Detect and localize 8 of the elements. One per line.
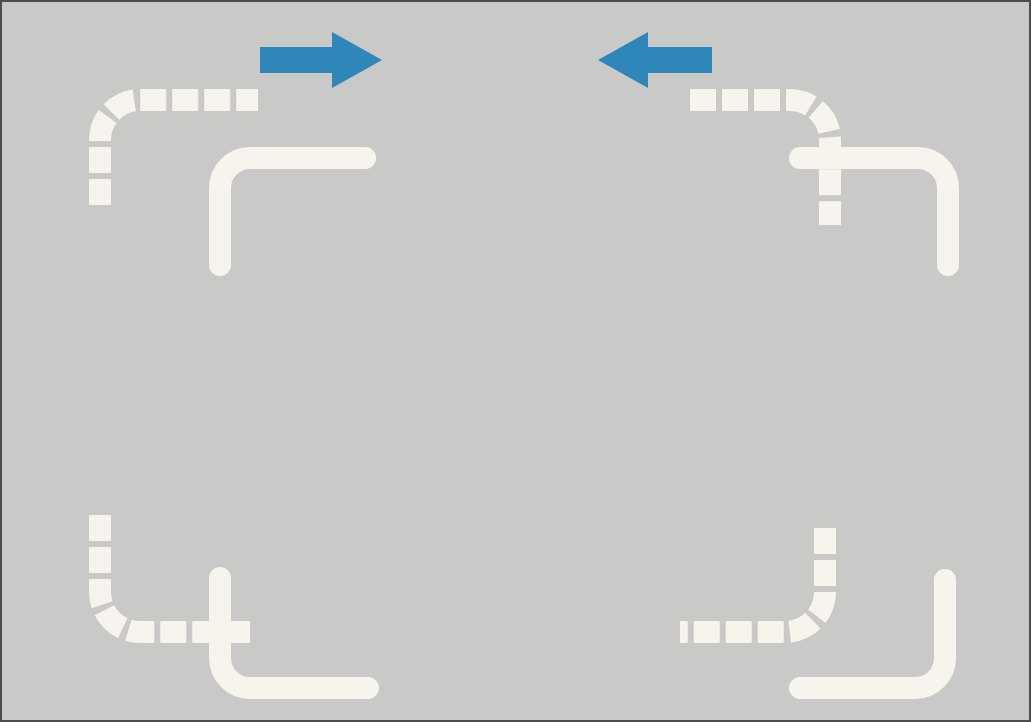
corner-mark xyxy=(209,567,379,699)
corner-mark xyxy=(680,528,836,643)
corner-mark xyxy=(690,89,841,225)
corner-mark xyxy=(789,569,956,699)
corner-mark xyxy=(209,147,376,276)
corner-mark xyxy=(789,147,959,276)
corner-mark xyxy=(89,515,250,643)
corner-mark xyxy=(89,89,258,205)
